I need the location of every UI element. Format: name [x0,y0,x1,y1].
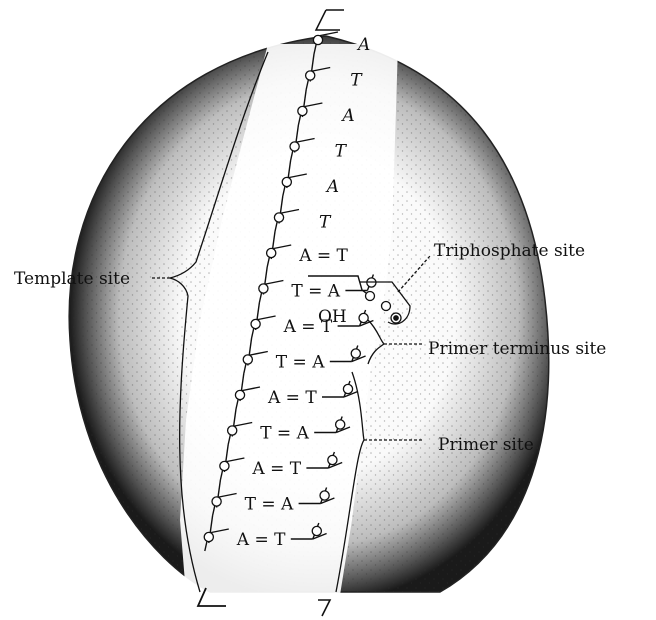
base-pair-label: T = A [276,353,325,373]
template-phosphate [220,461,229,470]
base-pair-label: T = A [245,495,294,515]
template-base-label: T [350,71,363,91]
template-phosphate [267,248,276,257]
template-base-label: A [325,177,339,197]
primer-phosphate [336,420,345,429]
template-phosphate [306,71,315,80]
base-pair-label: A = T [298,246,348,266]
template-phosphate [290,142,299,151]
primer-phosphate [351,349,360,358]
template-phosphate [204,532,213,541]
template-phosphate [282,177,291,186]
primer-site-label: Primer site [438,435,534,455]
primer-phosphate [343,384,352,393]
template-phosphate [212,497,221,506]
template-phosphate [313,35,322,44]
primer-phosphate [312,526,321,535]
template-5prime-end [316,10,344,30]
template-base-label: T [335,142,348,162]
base-pair-label: T = A [260,424,309,444]
base-pair-label: T = A [291,282,340,302]
template-base-stub [318,32,338,36]
template-phosphate [251,319,260,328]
primer-terminus-site-label: Primer terminus site [428,339,606,359]
template-base-label: A [340,106,354,126]
base-pair-label: A = T [267,388,317,408]
template-phosphate [228,426,237,435]
primer-phosphate [320,491,329,500]
enzyme-body [69,36,549,595]
base-pair-label: A = T [251,459,301,479]
template-base-label: T [319,213,332,233]
template-phosphate [235,390,244,399]
template-phosphate [274,213,283,222]
template-phosphate [243,355,252,364]
primer-phosphate [328,455,337,464]
hydroxyl-label: OH [318,307,347,327]
base-pair-label: A = T [236,530,286,550]
template-base-label: A [356,35,370,55]
template-site-label: Template site [14,269,130,289]
primer-phosphate [359,313,368,322]
triphosphate-site-label: Triphosphate site [434,241,585,261]
template-phosphate [298,106,307,115]
primer-5prime-end [318,600,330,616]
template-phosphate [259,284,268,293]
